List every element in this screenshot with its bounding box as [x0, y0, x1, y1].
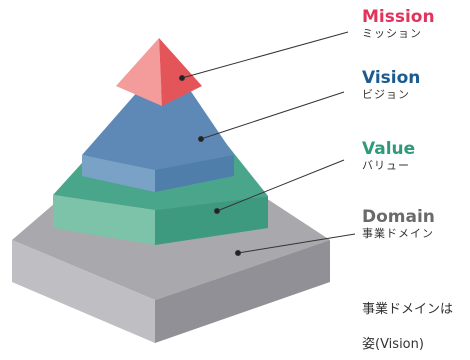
vision-layer-top [82, 90, 234, 170]
mission-title: Mission [362, 7, 435, 27]
value-layer-left-face [53, 195, 155, 245]
description-line-1: 事業ドメインは [362, 302, 454, 317]
vision-leader-line [200, 91, 345, 140]
value-title: Value [362, 139, 416, 159]
value-layer-right-face [155, 196, 268, 245]
domain-leader-line [237, 233, 356, 254]
mission-layer [116, 38, 202, 106]
domain-leader-dot [235, 250, 241, 256]
vision-leader-dot [198, 136, 204, 142]
vision-label: Vision ビジョン [362, 68, 420, 102]
mission-layer-right-face [159, 38, 202, 106]
leader-lines [179, 31, 356, 256]
domain-layer-left-face [12, 240, 155, 343]
domain-subtitle: 事業ドメイン [362, 227, 434, 240]
description-line-2: 姿(Vision) [362, 337, 424, 352]
vision-subtitle: ビジョン [362, 88, 410, 101]
mission-subtitle: ミッション [362, 27, 422, 40]
domain-label: Domain 事業ドメイン [362, 207, 435, 241]
value-label: Value バリュー [362, 139, 415, 173]
domain-layer-right-face [155, 240, 330, 343]
vision-title: Vision [362, 68, 421, 88]
value-leader-dot [214, 208, 220, 214]
domain-title: Domain [362, 207, 435, 227]
mission-label: Mission ミッション [362, 7, 435, 41]
vision-layer [82, 90, 234, 192]
value-subtitle: バリュー [362, 159, 410, 172]
vision-layer-left-face [82, 155, 155, 192]
vision-layer-right-face [155, 155, 234, 192]
value-leader-line [216, 159, 345, 212]
mission-leader-dot [179, 75, 185, 81]
mission-layer-left-face [116, 38, 162, 106]
mission-leader-line [181, 31, 349, 79]
